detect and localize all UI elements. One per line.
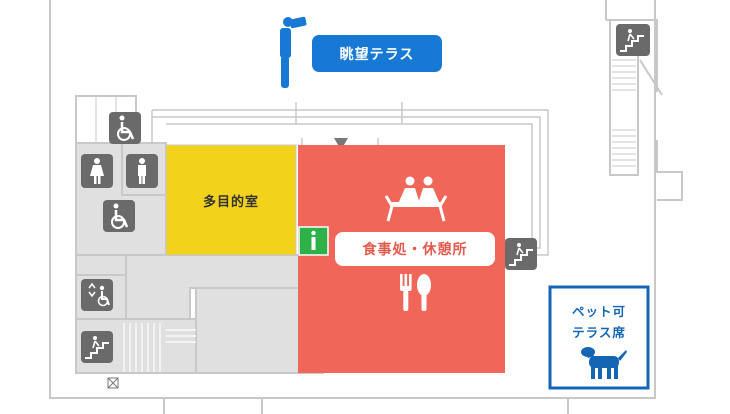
west-stair-treads (123, 323, 196, 372)
pet-terrace-label-line2: テラス席 (572, 324, 626, 340)
stairs-icon (616, 24, 650, 56)
east-stair-structure (605, 0, 683, 201)
restroom-male-icon (126, 154, 158, 188)
multipurpose-room (165, 144, 297, 256)
pet-terrace-label-line1: ペット可 (571, 303, 626, 319)
binoculars-icon (280, 16, 307, 88)
stairs-icon (81, 331, 113, 363)
terrace-label: 眺望テラス (312, 35, 442, 72)
dog-icon (580, 342, 627, 379)
fork-spoon-icon (400, 274, 431, 311)
multipurpose-room-label: 多目的室 (202, 194, 259, 210)
lounge-seating-icon (384, 176, 448, 222)
east-stair-treads (612, 59, 636, 167)
wheelchair-icon (103, 200, 135, 232)
stairs-icon (505, 238, 537, 270)
wheelchair-icon (109, 112, 141, 144)
information-icon (298, 226, 329, 256)
entrance-arrow (334, 138, 348, 150)
elevator-icon (81, 279, 113, 311)
building-outline (49, 0, 656, 414)
dining-label: 食事処・休憩所 (335, 232, 495, 266)
restroom-female-icon (81, 154, 113, 188)
